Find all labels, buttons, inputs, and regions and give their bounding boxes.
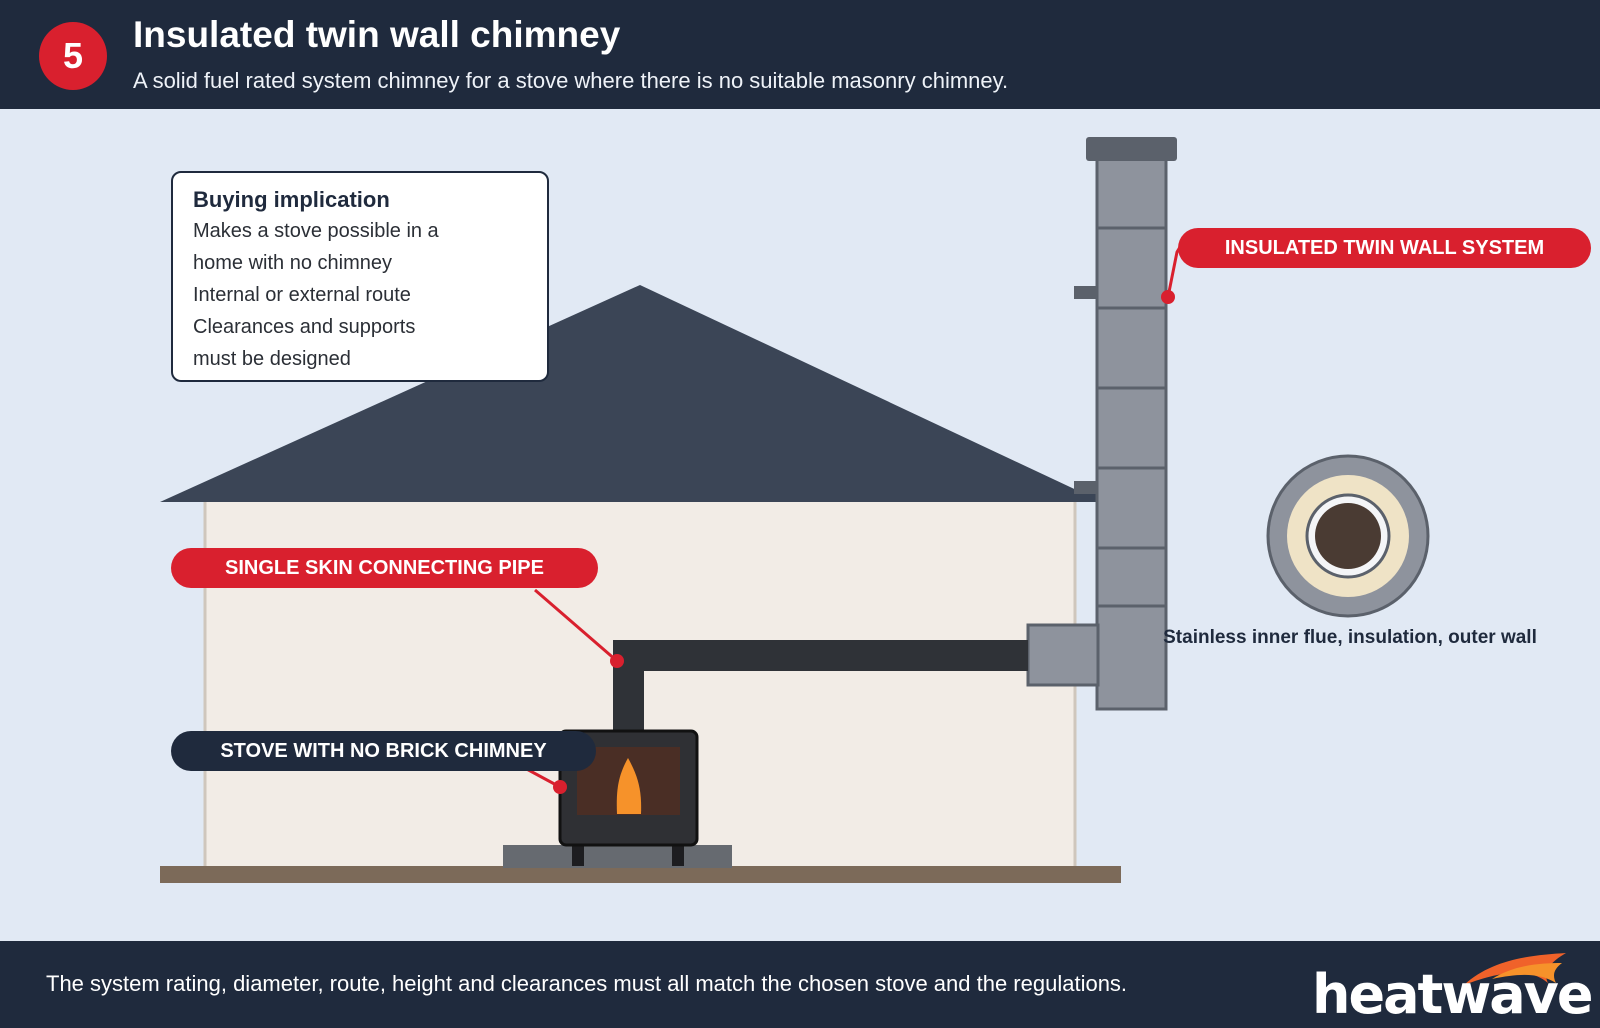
single-skin-pipe-label: SINGLE SKIN CONNECTING PIPE <box>171 548 598 588</box>
info-box-line: Internal or external route <box>193 284 411 306</box>
stove-label: STOVE WITH NO BRICK CHIMNEY <box>171 731 596 771</box>
stove-marker-dot <box>553 780 567 794</box>
connecting-pipe-horizontal <box>613 640 1028 671</box>
flue-cross-section <box>1266 454 1430 618</box>
hearth <box>503 845 732 868</box>
header-bar: 5 Insulated twin wall chimney A solid fu… <box>0 0 1600 109</box>
twin-wall-chimney <box>1095 153 1168 711</box>
step-number-badge: 5 <box>39 22 107 90</box>
info-box-line: must be designed <box>193 348 351 370</box>
flame-swoosh-icon <box>1464 953 1566 985</box>
buying-implication-box: Buying implication Makes a stove possibl… <box>171 171 549 382</box>
flue-bore <box>1315 503 1381 569</box>
info-box-heading: Buying implication <box>193 187 390 212</box>
page-title: Insulated twin wall chimney <box>133 14 621 55</box>
twin-wall-label: INSULATED TWIN WALL SYSTEM <box>1178 228 1591 268</box>
heatwave-logo: heatwave <box>1312 949 1593 1026</box>
chimney-roof-flashing <box>1074 494 1098 502</box>
connecting-pipe-marker-dot <box>610 654 624 668</box>
page-subtitle: A solid fuel rated system chimney for a … <box>133 68 1009 93</box>
chimney-cap <box>1086 137 1177 161</box>
chimney-bracket-upper <box>1074 286 1098 299</box>
stove-flame-icon <box>616 758 642 814</box>
footer-note: The system rating, diameter, route, heig… <box>46 971 1128 996</box>
info-box-line: Clearances and supports <box>193 316 416 338</box>
floor-line <box>160 866 1121 883</box>
footer-bar: The system rating, diameter, route, heig… <box>0 941 1600 1028</box>
house-roof <box>160 285 1102 502</box>
wall-thimble <box>1026 623 1100 687</box>
chimney-section-joints <box>1097 226 1166 608</box>
chimney-bracket-lower <box>1074 481 1098 494</box>
logo-wordmark: heatwave <box>1312 963 1593 1026</box>
info-box-line: Makes a stove possible in a <box>193 220 439 242</box>
twin-wall-marker-dot <box>1161 290 1175 304</box>
info-box-line: home with no chimney <box>193 252 392 274</box>
cross-section-caption: Stainless inner flue, insulation, outer … <box>1163 627 1537 648</box>
